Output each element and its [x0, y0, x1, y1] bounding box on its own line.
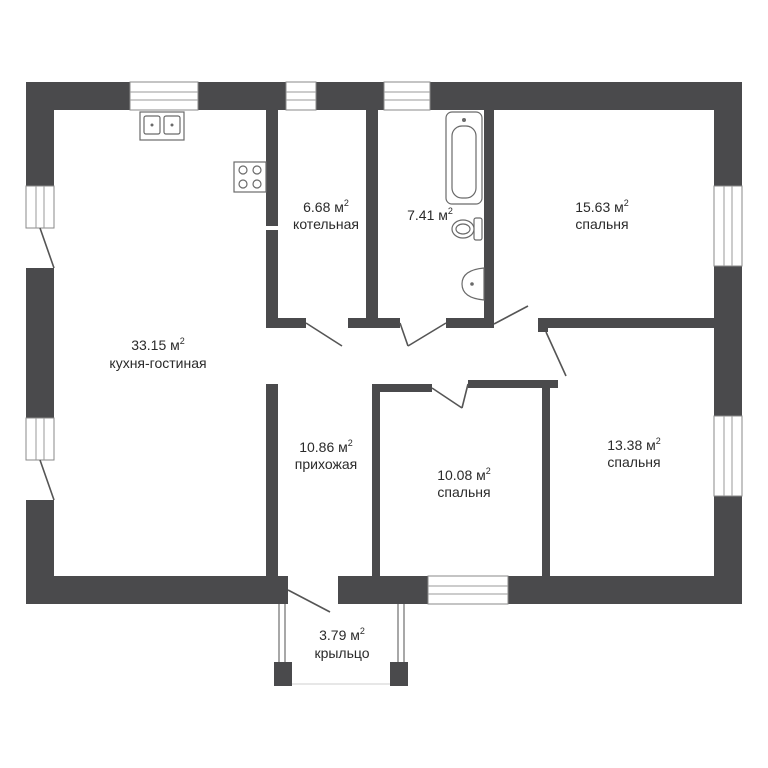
svg-text:13.38 м2: 13.38 м2	[607, 436, 661, 453]
room-label-porch: 3.79 м2 крыльцо	[314, 626, 369, 661]
svg-text:котельная: котельная	[293, 216, 359, 232]
porch	[274, 604, 408, 686]
svg-text:спальня: спальня	[437, 484, 490, 500]
doors	[39, 227, 567, 613]
room-label-bedroom-2: 10.08 м2 спальня	[437, 466, 491, 500]
windows	[25, 81, 743, 605]
room-label-bathroom: 7.41 м2	[407, 206, 453, 223]
svg-text:10.08 м2: 10.08 м2	[437, 466, 491, 483]
svg-text:3.79 м2: 3.79 м2	[319, 626, 365, 643]
svg-text:10.86 м2: 10.86 м2	[299, 438, 353, 455]
svg-text:спальня: спальня	[607, 454, 660, 470]
svg-text:33.15 м2: 33.15 м2	[131, 336, 185, 353]
toilet-icon	[451, 217, 483, 241]
room-label-hallway: 10.86 м2 прихожая	[295, 438, 357, 472]
svg-text:6.68 м2: 6.68 м2	[303, 198, 349, 215]
room-label-bedroom-1: 15.63 м2 спальня	[575, 198, 629, 232]
svg-text:крыльцо: крыльцо	[314, 645, 369, 661]
svg-text:спальня: спальня	[575, 216, 628, 232]
stove-icon	[233, 161, 267, 193]
svg-text:7.41 м2: 7.41 м2	[407, 206, 453, 223]
svg-text:кухня-гостиная: кухня-гостиная	[109, 355, 206, 371]
svg-text:15.63 м2: 15.63 м2	[575, 198, 629, 215]
svg-text:прихожая: прихожая	[295, 456, 357, 472]
kitchen-sink-icon	[139, 111, 185, 141]
room-label-boiler-room: 6.68 м2 котельная	[293, 198, 359, 232]
room-label-bedroom-3: 13.38 м2 спальня	[607, 436, 661, 470]
interior-walls	[266, 110, 714, 576]
washbasin-icon	[461, 267, 485, 301]
outer-walls	[26, 82, 742, 604]
bathtub-icon	[445, 111, 483, 205]
room-label-living-kitchen: 33.15 м2 кухня-гостиная	[109, 336, 206, 371]
